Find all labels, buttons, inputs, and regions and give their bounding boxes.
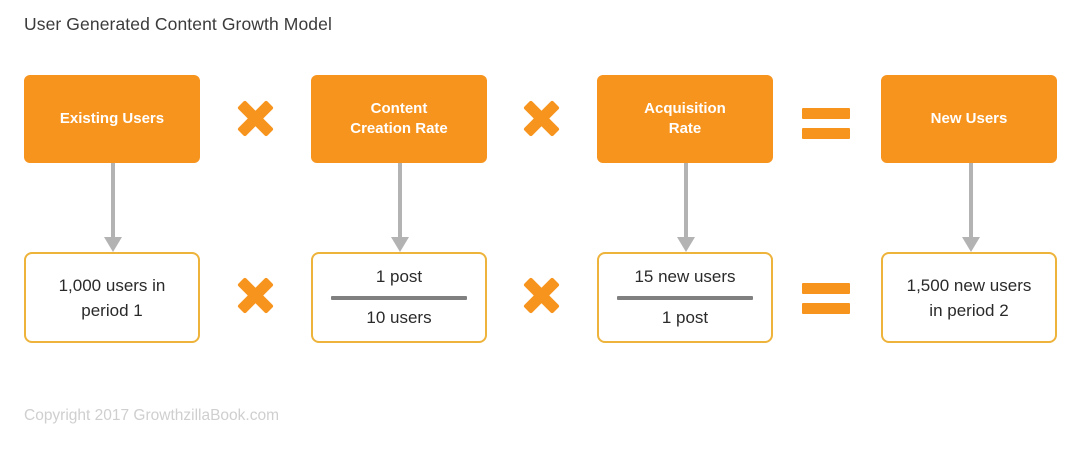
concept-box-new-users[interactable]: New Users — [881, 75, 1057, 163]
arrow-new-users — [959, 163, 983, 252]
concept-box-acquisition-rate[interactable]: Acquisition Rate — [597, 75, 773, 163]
page-title: User Generated Content Growth Model — [24, 14, 332, 34]
concept-label-line2: Rate — [668, 120, 702, 137]
value-box-acquisition-rate[interactable]: 15 new users 1 post — [597, 252, 773, 343]
arrow-acquisition-rate — [674, 163, 698, 252]
value-line2: in period 2 — [929, 300, 1009, 320]
arrow-content-creation-rate — [388, 163, 412, 252]
concept-label-line1: Existing Users — [59, 110, 165, 127]
arrow-existing-users — [101, 163, 125, 252]
concept-box-label: Existing Users — [60, 109, 164, 129]
multiply-icon-top-1 — [233, 96, 277, 140]
equals-icon-top — [802, 108, 850, 140]
concept-label-line1: Content — [370, 100, 428, 117]
fraction-bar — [617, 296, 753, 300]
fraction-numerator: 15 new users — [634, 267, 736, 286]
fraction-denominator: 1 post — [661, 308, 709, 327]
fraction-denominator: 10 users — [366, 308, 432, 327]
value-line1: 1,500 new users — [906, 275, 1032, 295]
concept-box-label: Acquisition Rate — [644, 99, 726, 139]
multiply-icon-bottom-2 — [519, 273, 563, 317]
value-box-new-users[interactable]: 1,500 new users in period 2 — [881, 252, 1057, 343]
concept-label-line1: New Users — [930, 110, 1008, 127]
multiply-icon-bottom-1 — [233, 273, 277, 317]
multiply-icon-top-2 — [519, 96, 563, 140]
value-line1: 1,000 users in — [58, 275, 166, 295]
concept-box-label: Content Creation Rate — [350, 99, 448, 139]
fraction: 1 post 10 users — [321, 265, 477, 330]
concept-label-line1: Acquisition — [644, 100, 726, 117]
value-box-text: 1,000 users in period 1 — [59, 273, 166, 323]
concept-box-content-creation-rate[interactable]: Content Creation Rate — [311, 75, 487, 163]
equals-icon-bottom — [802, 283, 850, 315]
fraction-bar — [331, 296, 467, 300]
value-box-text: 1,500 new users in period 2 — [907, 273, 1032, 323]
concept-box-existing-users[interactable]: Existing Users — [24, 75, 200, 163]
concept-label-line2: Creation Rate — [350, 120, 448, 137]
value-box-existing-users[interactable]: 1,000 users in period 1 — [24, 252, 200, 343]
copyright-notice: Copyright 2017 GrowthzillaBook.com — [24, 407, 280, 424]
concept-box-label: New Users — [931, 109, 1008, 129]
fraction: 15 new users 1 post — [607, 265, 763, 330]
value-box-content-creation-rate[interactable]: 1 post 10 users — [311, 252, 487, 343]
value-line2: period 1 — [81, 300, 143, 320]
fraction-numerator: 1 post — [375, 267, 423, 286]
